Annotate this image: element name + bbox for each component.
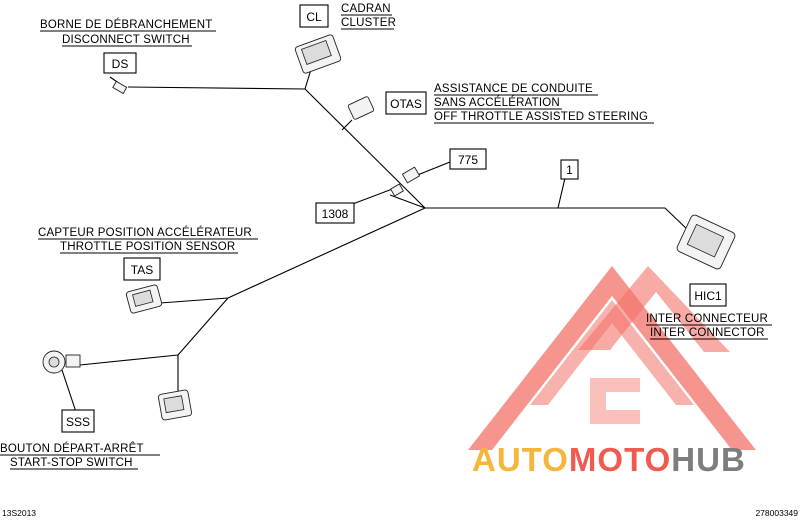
tag-otas: OTAS bbox=[390, 97, 422, 111]
footer-right-code: 278003349 bbox=[755, 508, 798, 518]
watermark-moto: MOTO bbox=[569, 441, 671, 478]
tag-box-cl bbox=[299, 4, 329, 28]
tag-ds: DS bbox=[112, 57, 129, 71]
label-otas-en: OFF THROTTLE ASSISTED STEERING bbox=[434, 111, 648, 123]
connector-cl-body bbox=[294, 34, 342, 74]
tag-hic1: HIC1 bbox=[694, 289, 722, 303]
tag-box-sss bbox=[61, 409, 95, 433]
svg-text:AUTOMOTOHUB: AUTOMOTOHUB bbox=[472, 441, 746, 478]
tag-sss: SSS bbox=[66, 415, 90, 429]
tag-box-ds bbox=[103, 52, 137, 74]
label-sss-fr: BOUTON DÉPART-ARRÊT bbox=[0, 442, 144, 455]
tag-775: 775 bbox=[458, 153, 478, 167]
tag-box-otas bbox=[385, 91, 427, 115]
tag-box-775 bbox=[449, 148, 487, 170]
label-hic1-en: INTER CONNECTOR bbox=[650, 327, 765, 339]
connector-ds-body bbox=[112, 80, 128, 95]
watermark-auto: AUTO bbox=[472, 441, 569, 478]
label-ds-fr: BORNE DE DÉBRANCHEMENT bbox=[40, 18, 212, 31]
label-sss-en: START-STOP SWITCH bbox=[10, 457, 133, 469]
footer-left-code: 13S2013 bbox=[2, 508, 36, 518]
label-otas-fr: ASSISTANCE DE CONDUITE bbox=[434, 83, 593, 95]
wire-harness bbox=[61, 65, 691, 413]
tag-1308: 1308 bbox=[322, 207, 349, 221]
label-cl-fr: CADRAN bbox=[341, 3, 391, 15]
tag-cl: CL bbox=[306, 10, 322, 24]
watermark-logo bbox=[468, 266, 756, 450]
connector-otas-body bbox=[347, 96, 375, 120]
connector-775-body bbox=[401, 166, 421, 184]
tag-box-1308 bbox=[315, 202, 355, 224]
label-tas-fr: CAPTEUR POSITION ACCÉLÉRATEUR bbox=[38, 226, 252, 239]
label-cl-en: CLUSTER bbox=[341, 17, 396, 29]
connector-hic1-body bbox=[676, 214, 736, 270]
label-tas-en: THROTTLE POSITION SENSOR bbox=[60, 241, 235, 253]
tag-box-1 bbox=[560, 159, 579, 180]
label-hic1-fr: INTER CONNECTEUR bbox=[646, 313, 768, 325]
connector-branch-body bbox=[157, 389, 193, 421]
connector-sss-body bbox=[42, 350, 81, 374]
label-ds-en: DISCONNECT SWITCH bbox=[62, 34, 190, 46]
tag-tas: TAS bbox=[131, 263, 153, 277]
connector-1308-body bbox=[390, 183, 404, 197]
connector-tas-body bbox=[125, 284, 163, 314]
tag-1: 1 bbox=[566, 163, 573, 177]
tag-box-tas bbox=[123, 257, 161, 281]
tag-box-hic1 bbox=[689, 283, 727, 307]
label-otas-fr2: SANS ACCÉLÉRATION bbox=[434, 96, 560, 109]
watermark-hub: HUB bbox=[671, 441, 746, 478]
